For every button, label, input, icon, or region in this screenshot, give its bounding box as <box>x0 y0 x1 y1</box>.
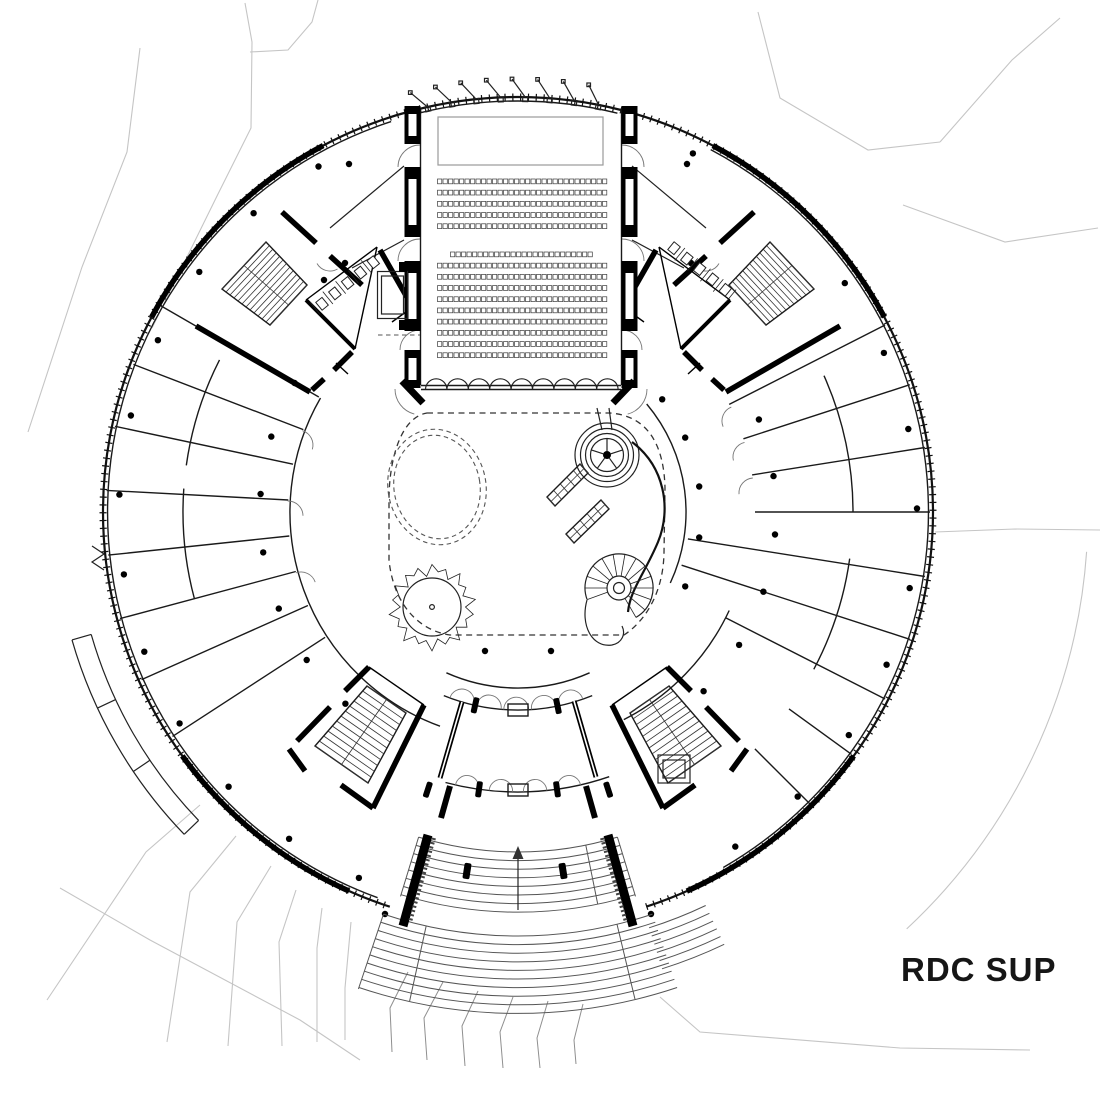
west-canopy-band <box>71 633 200 835</box>
entry-step-fans <box>357 833 725 1014</box>
auditorium <box>376 76 638 406</box>
entrance-vestibule <box>422 688 614 819</box>
central-courtyard <box>387 407 666 652</box>
floor-label: RDC SUP <box>901 951 1057 988</box>
structural-columns <box>116 150 921 918</box>
terrain-contours <box>27 0 1100 1069</box>
circular-facade <box>99 93 937 911</box>
stair-wc-cores <box>194 209 842 811</box>
radial-room-walls <box>106 120 930 899</box>
